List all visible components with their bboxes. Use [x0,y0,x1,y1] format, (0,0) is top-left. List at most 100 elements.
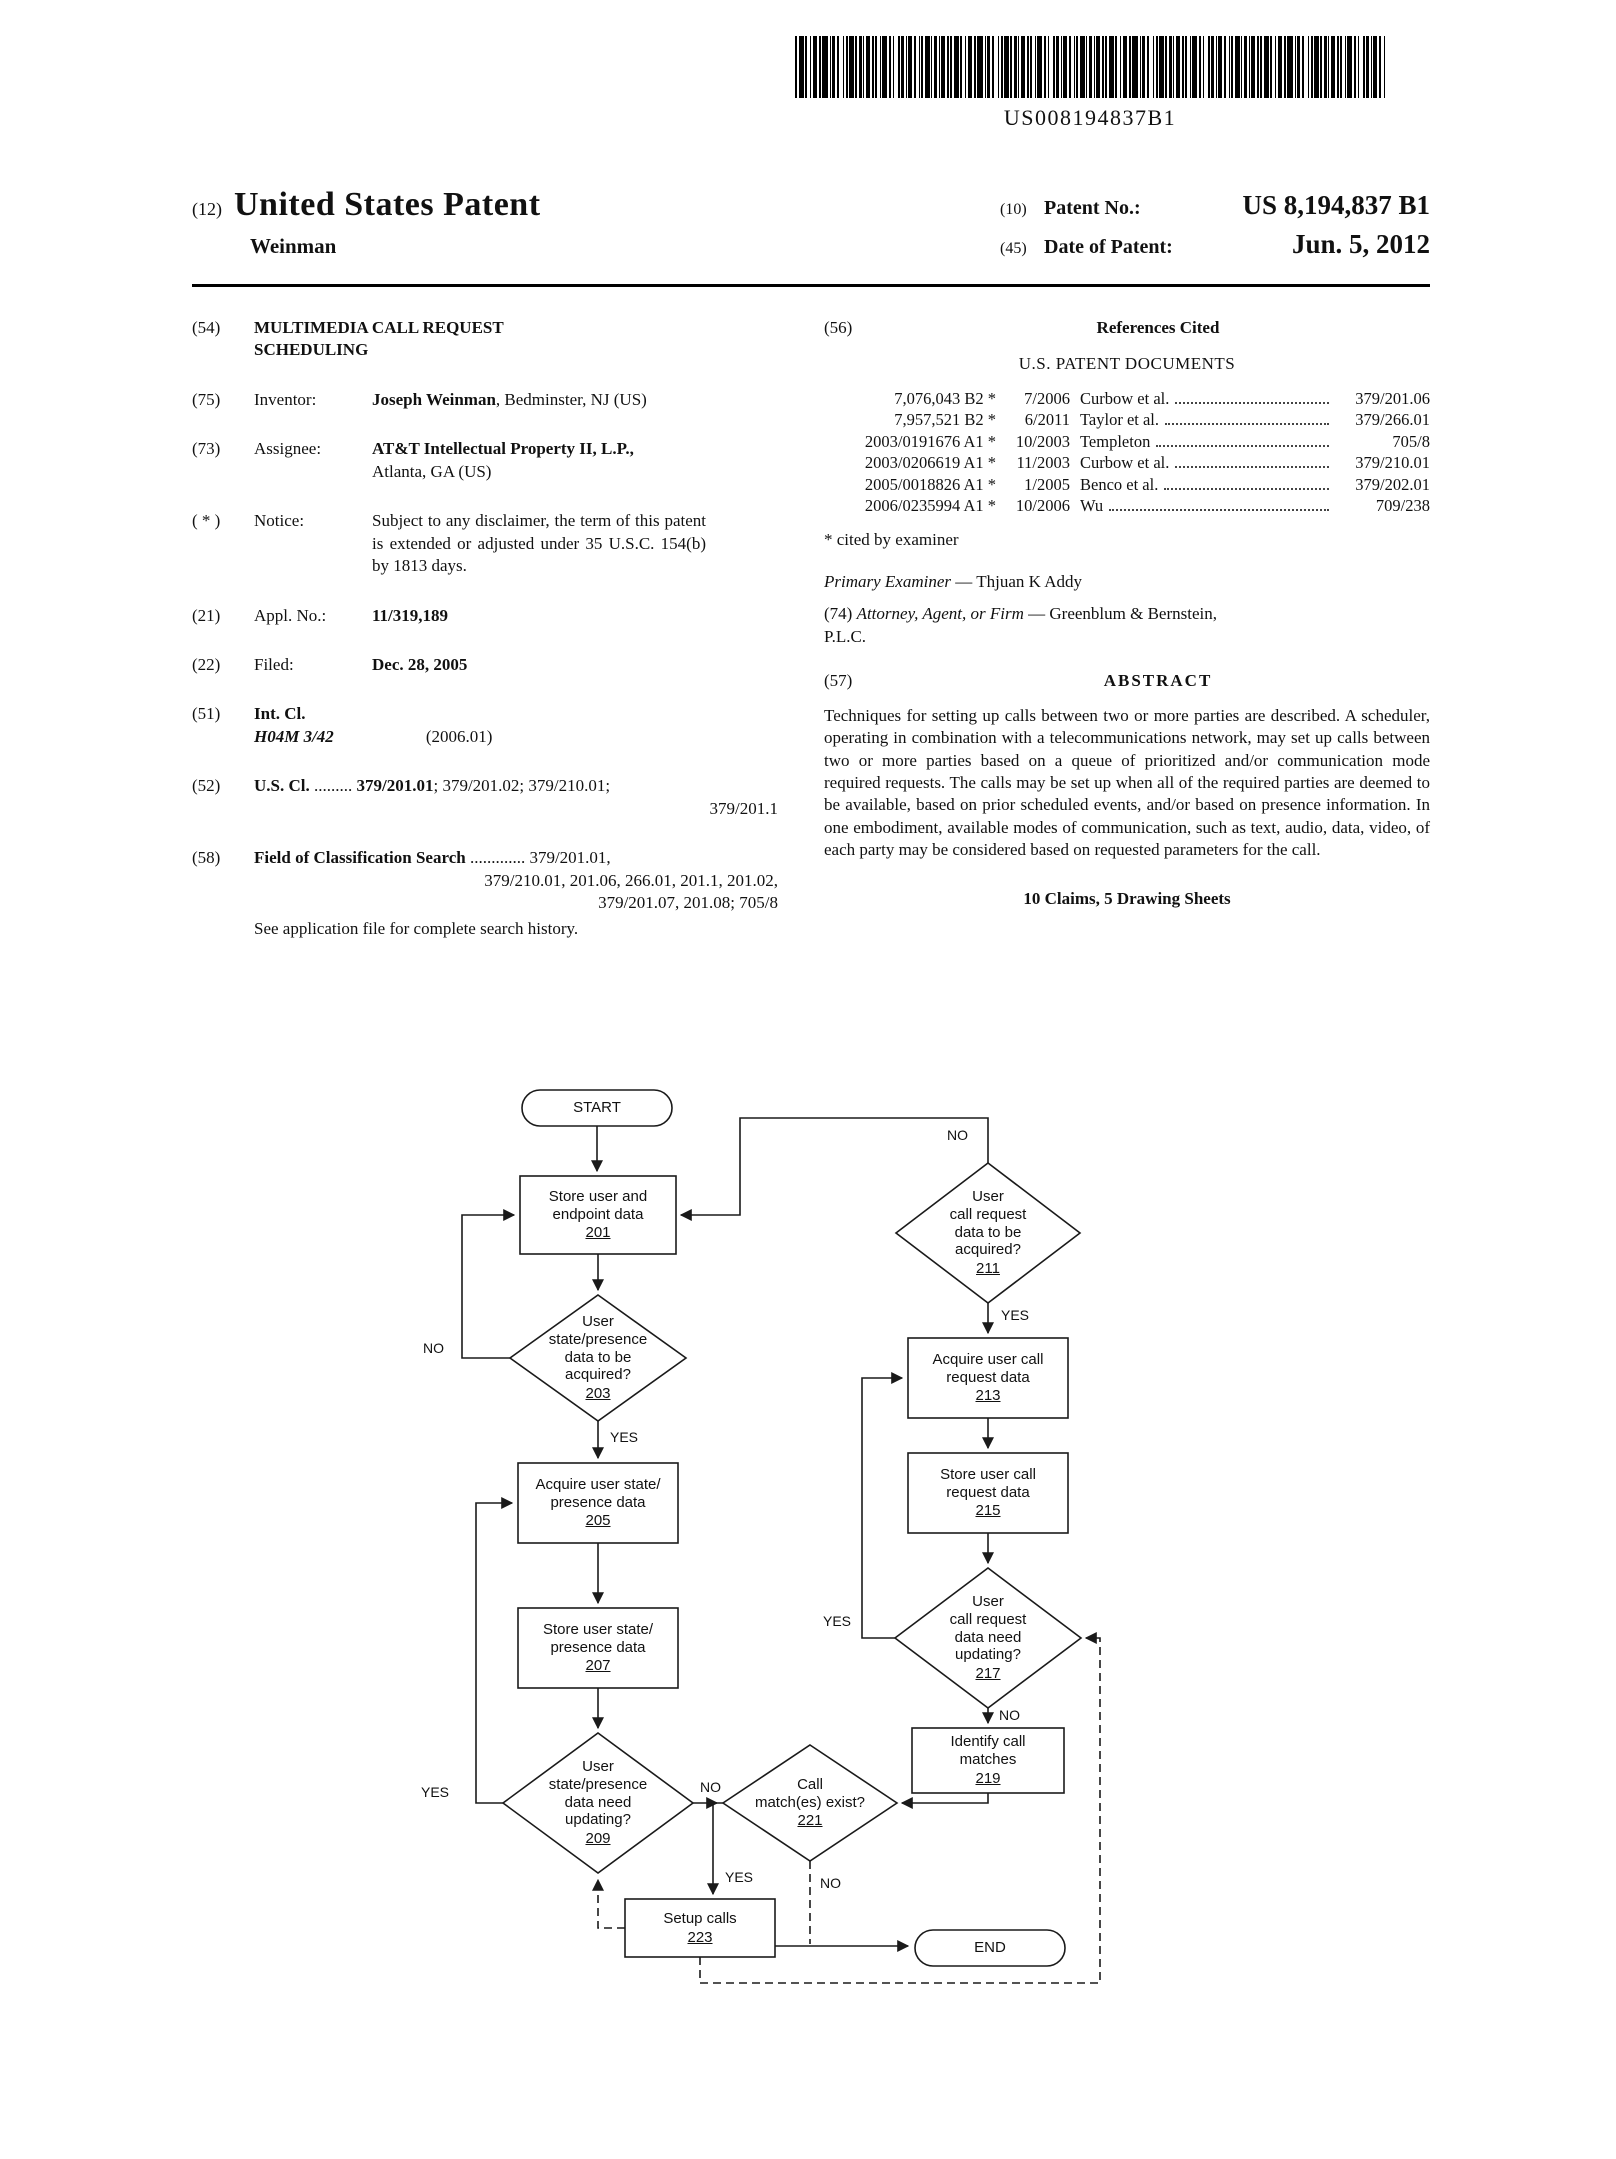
node-label: Store user and endpoint data [548,1187,648,1223]
ref-date: 1/2005 [1024,474,1070,494]
reference-row: 2003/0206619 A1 * 11/2003 Curbow et al. … [824,452,1430,473]
int-cl-class: H04M 3/42 [254,726,334,746]
node-ref: 217 [975,1665,1001,1683]
kind-code-tag: (12) [192,199,222,219]
field-tag: (52) [192,776,221,796]
references-heading-row: (56) References Cited [824,317,1430,339]
box-215-shape [907,1452,1069,1534]
inventor-location: , Bedminster, NJ (US) [495,389,647,409]
document-header: (12) United States Patent Weinman (10) P… [192,0,1430,268]
node-ref: 211 [976,1260,1000,1278]
node-ref: 203 [585,1385,611,1403]
us-cl-rest: ; 379/201.02; 379/210.01; [433,776,611,796]
notice-label: Notice: [254,511,305,531]
barcode-block: US008194837B1 [788,36,1392,131]
reference-row: 2005/0018826 A1 * 1/2005 Benco et al. 37… [824,474,1430,495]
header-divider [192,284,1430,287]
flow-node-221: Call match(es) exist?221 [723,1745,897,1861]
field-tag: (56) [824,318,853,337]
node-label: User call request data need updating? [949,1593,1027,1664]
ref-date: 7/2006 [1024,388,1070,408]
node-label: END [974,1939,1006,1957]
reference-row: 7,957,521 B2 * 6/2011 Taylor et al. 379/… [824,409,1430,430]
examiner-name: — Thjuan K Addy [955,571,1082,591]
node-ref: 201 [585,1224,611,1242]
ref-class: 705/8 [1392,431,1430,451]
flowchart-diagram [461,1089,1101,1984]
ref-name: Curbow et al. [1080,388,1170,408]
branch-label-217-yes: YES [820,1614,855,1628]
ref-number: 2003/0191676 A1 * [864,431,996,451]
int-cl-version: (2006.01) [425,726,493,746]
field-tag: (54) [192,318,221,337]
field-inventor: (75) Inventor: Joseph Weinman, Bedminste… [192,389,778,411]
ref-number: 2006/0235994 A1 * [864,496,996,516]
assignee-name: AT&T Intellectual Property II, L.P., [372,439,634,459]
field-assignee: (73) Assignee: AT&T Intellectual Propert… [192,438,778,483]
date-tag: (45) [1000,240,1027,257]
ref-date: 10/2003 [1015,431,1070,451]
us-cl-label: U.S. Cl. [254,776,310,796]
box-213-shape [907,1337,1069,1419]
ref-class: 379/210.01 [1355,453,1430,473]
field-title: (54) MULTIMEDIA CALL REQUEST SCHEDULING [192,317,778,362]
branch-label-203-no: NO [420,1341,447,1355]
dot-leader [1109,509,1329,512]
date-label: Date of Patent: [1044,236,1173,258]
ref-date: 10/2006 [1015,496,1070,516]
flow-node-217: User call request data need updating?217 [895,1568,1081,1708]
field-tag: (57) [824,671,853,691]
examiner-label: Primary Examiner [824,571,952,591]
attorney-tag: (74) [824,604,853,624]
node-label: Acquire user state/ presence data [535,1475,661,1511]
flow-node-end: END [915,1930,1065,1966]
inventor-surname: Weinman [250,234,337,258]
field-us-cl: (52) U.S. Cl. ......... 379/201.01; 379/… [192,775,778,820]
ref-name: Taylor et al. [1080,410,1160,430]
document-kind: United States Patent [234,186,541,223]
field-tag: (21) [192,605,221,625]
node-ref: 215 [975,1502,1001,1520]
int-cl-label: Int. Cl. [254,704,306,724]
references-heading: References Cited [1096,318,1220,337]
dot-leader-text: ............. [469,848,526,868]
box-219-shape [911,1727,1065,1794]
dot-leader [1164,487,1329,490]
dot-leader-text: ......... [313,776,353,796]
abstract-heading-row: (57) ABSTRACT [824,670,1430,692]
inventor-name: Joseph Weinman [372,389,496,409]
appl-no-label: Appl. No.: [254,605,327,625]
ref-number: 2003/0206619 A1 * [864,453,996,473]
inventor-label: Inventor: [254,389,317,409]
patent-no-tag: (10) [1000,201,1027,218]
ref-name: Wu [1080,496,1104,516]
ref-number: 7,076,043 B2 * [894,388,996,408]
node-label: User call request data to be acquired? [949,1188,1027,1259]
branch-label-211-no: NO [944,1128,971,1142]
ref-date: 11/2003 [1016,453,1070,473]
filed-value: Dec. 28, 2005 [372,654,468,674]
abstract-heading: ABSTRACT [1103,671,1213,691]
ref-class: 709/238 [1375,496,1430,516]
claims-sheets-line: 10 Claims, 5 Drawing Sheets [1023,888,1231,908]
field-tag: (51) [192,704,221,724]
node-ref: 223 [687,1928,713,1946]
field-tag: (22) [192,654,221,674]
field-tag: (75) [192,389,221,409]
box-201-shape [519,1175,677,1255]
attorney-name: — Greenblum & Bernstein, [1028,604,1217,624]
references-subheading: U.S. PATENT DOCUMENTS [1018,354,1236,374]
ref-name: Benco et al. [1080,474,1159,494]
invention-title-line2: SCHEDULING [254,340,369,360]
branch-label-209-no: NO [697,1780,724,1794]
field-tag: (58) [192,848,221,868]
ref-name: Templeton [1080,431,1151,451]
branch-label-217-no: NO [996,1708,1023,1722]
filed-label: Filed: [254,654,294,674]
